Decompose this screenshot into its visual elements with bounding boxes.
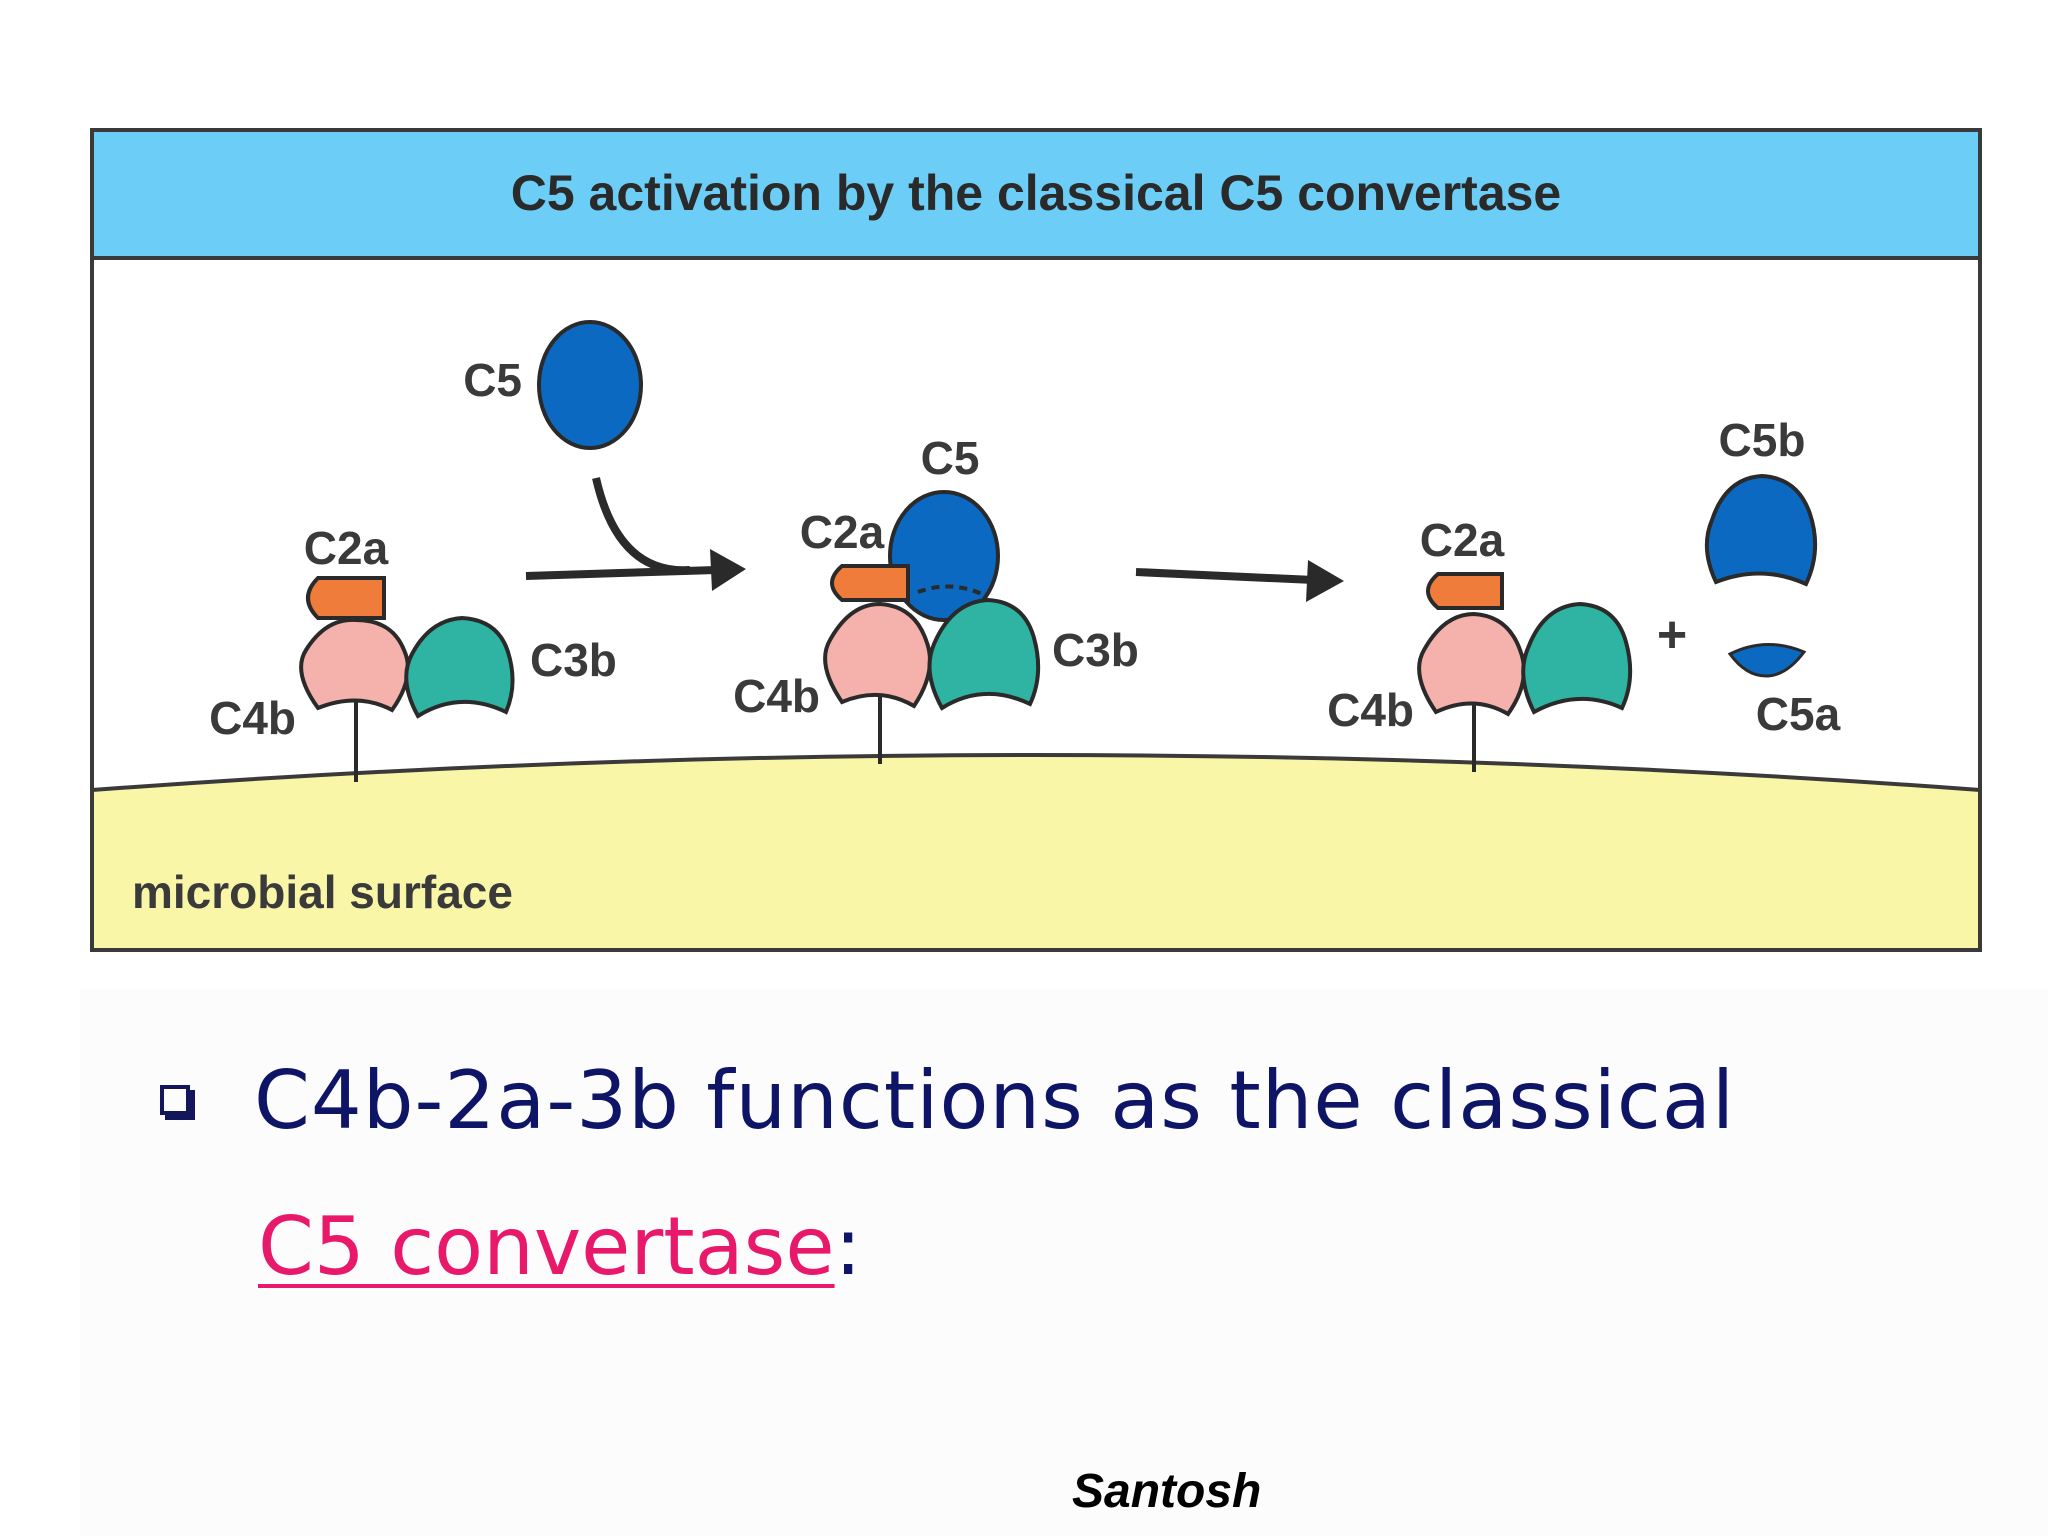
arrow-head-icon <box>710 549 746 591</box>
c2a-molecule <box>1426 572 1504 610</box>
step2-arrow <box>1135 568 1315 584</box>
step3-complex: C2a C4b + C5b C5a <box>1327 414 1841 772</box>
step1-complex: C5 C2a C3b C4b <box>209 320 746 782</box>
c4b-molecule <box>823 601 932 709</box>
convertase-line: C5 convertase: <box>258 1196 862 1296</box>
plus-sign: + <box>1657 606 1687 664</box>
colon-text: : <box>834 1199 862 1293</box>
c4b-molecule <box>1417 611 1526 717</box>
microbial-surface <box>92 755 1980 950</box>
c5a-label: C5a <box>1756 688 1841 740</box>
c5-convertase-link[interactable]: C5 convertase <box>258 1199 835 1293</box>
bullet-text: C4b-2a-3b functions as the classical <box>254 1053 1736 1147</box>
c3b-molecule <box>1521 601 1633 715</box>
c5-molecule <box>537 320 643 450</box>
c3b-label-step1: C3b <box>530 634 617 686</box>
c5b-fragment <box>1704 473 1818 587</box>
c4b-label-step2: C4b <box>733 670 820 722</box>
square-bullet-icon <box>160 1085 190 1115</box>
c5-activation-diagram: C5 activation by the classical C5 conver… <box>90 128 1982 952</box>
c4b-molecule <box>299 617 410 713</box>
c4b-label-step1: C4b <box>209 692 296 744</box>
bullet-point: C4b-2a-3b functions as the classical <box>160 1052 1735 1148</box>
c2a-label-step2: C2a <box>800 506 885 558</box>
c4b-label-step3: C4b <box>1327 684 1414 736</box>
step1-arrow <box>525 566 717 580</box>
c2a-molecule <box>830 564 910 602</box>
c2a-molecule <box>306 576 386 620</box>
c3b-label-step2: C3b <box>1052 624 1139 676</box>
arrow-head-icon <box>1306 560 1344 602</box>
surface-label: microbial surface <box>132 866 513 918</box>
step2-complex: C5 C2a C3b C4b <box>733 432 1139 764</box>
c2a-label-step3: C2a <box>1420 514 1505 566</box>
slide-background-panel <box>80 990 2048 1536</box>
c2a-label-step1: C2a <box>304 522 389 574</box>
author-name: Santosh <box>1072 1465 1262 1518</box>
c5b-label: C5b <box>1719 414 1806 466</box>
diagram-header <box>92 130 1980 258</box>
c5-label-step2: C5 <box>921 432 980 484</box>
c3b-molecule <box>927 597 1041 711</box>
c5-label-step1: C5 <box>463 354 522 406</box>
c3b-molecule <box>404 615 515 719</box>
c5-bound-molecule <box>888 490 1000 622</box>
c5a-fragment <box>1727 642 1807 678</box>
diagram-title: C5 activation by the classical C5 conver… <box>511 165 1562 221</box>
